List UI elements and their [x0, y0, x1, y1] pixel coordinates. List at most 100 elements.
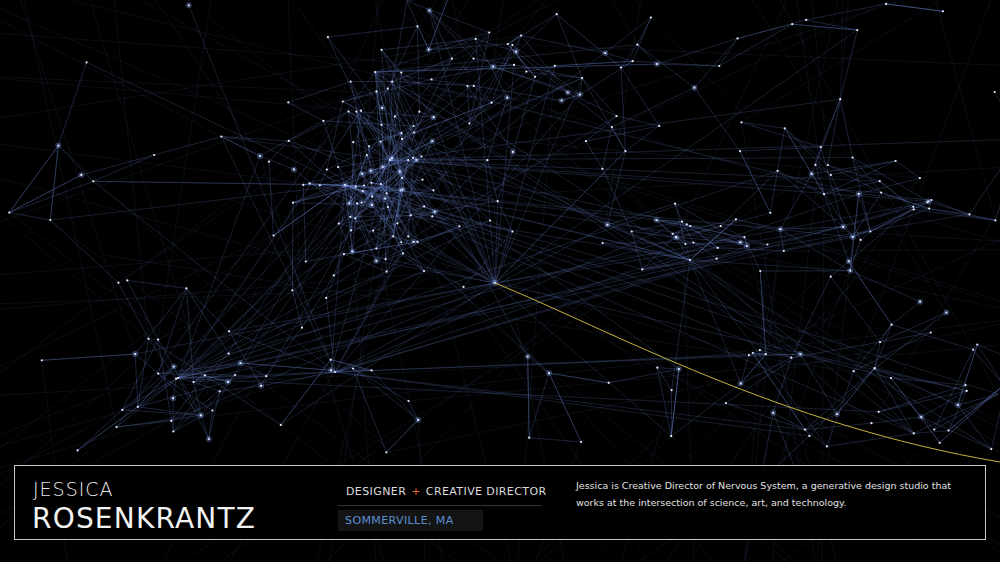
network-link: [637, 45, 657, 64]
network-link: [806, 4, 886, 20]
network-dot: [8, 212, 10, 214]
network-dot: [674, 203, 676, 205]
network-dot: [401, 177, 403, 179]
network-link: [977, 345, 1000, 386]
network-link: [9, 175, 81, 213]
network-link: [158, 374, 212, 411]
network-link: [498, 152, 513, 201]
dot-glow: [225, 379, 231, 385]
network-dot: [337, 166, 339, 168]
network-link: [0, 36, 521, 167]
network-link: [721, 171, 778, 226]
info-panel: SOMMERVILLE, MAJESSICAROSENKRANTZDESIGNE…: [14, 465, 986, 540]
network-link: [335, 354, 800, 372]
network-link: [117, 415, 202, 427]
network-link: [671, 369, 679, 436]
dot-glow: [389, 155, 395, 161]
network-link: [0, 33, 361, 110]
network-dot: [385, 451, 387, 453]
network-dot: [227, 381, 229, 383]
dot-glow: [955, 402, 961, 408]
network-link: [221, 137, 260, 156]
network-link: [355, 207, 388, 218]
network-link: [805, 369, 875, 430]
network-link: [977, 345, 1000, 360]
network-link: [194, 382, 202, 415]
network-link: [872, 417, 922, 423]
network-link: [586, 116, 617, 141]
network-link: [521, 36, 605, 54]
network-link: [690, 219, 736, 260]
network-dot: [506, 97, 508, 99]
dot-glow: [432, 209, 438, 215]
network-dot: [326, 169, 328, 171]
network-dot: [852, 236, 854, 238]
dot-glow: [777, 226, 783, 232]
network-link: [392, 158, 424, 206]
network-link: [780, 174, 811, 229]
network-dot: [134, 353, 136, 355]
network-dot: [624, 150, 626, 152]
network-dot: [631, 230, 633, 232]
network-dot: [556, 13, 558, 15]
network-link: [411, 201, 498, 215]
dot-glow: [602, 50, 608, 56]
network-link: [656, 220, 1000, 275]
network-dot: [204, 374, 206, 376]
network-dot: [814, 164, 816, 166]
network-link: [9, 146, 58, 213]
network-dot: [808, 435, 810, 437]
network-dot: [41, 359, 43, 361]
network-dot: [891, 324, 893, 326]
network-link: [726, 403, 805, 430]
network-link: [194, 260, 691, 382]
network-dot: [830, 276, 832, 278]
network-link: [127, 280, 158, 339]
network-link: [800, 354, 837, 414]
network-link: [892, 302, 921, 325]
network-dot: [766, 243, 768, 245]
network-link: [402, 133, 434, 190]
network-link: [221, 137, 260, 156]
network-link: [609, 369, 679, 383]
network-dot: [350, 229, 352, 231]
network-dot: [402, 189, 404, 191]
network-dot: [432, 189, 434, 191]
network-dot: [302, 184, 304, 186]
network-link: [138, 378, 178, 407]
network-link: [289, 141, 357, 204]
dot-glow: [258, 383, 264, 389]
network-link: [411, 215, 460, 226]
network-dot: [945, 312, 947, 314]
network-link: [397, 139, 402, 224]
network-dot: [860, 239, 862, 241]
network-link: [229, 331, 335, 372]
network-dot: [777, 170, 779, 172]
network-dot: [192, 381, 194, 383]
network-link: [753, 350, 760, 353]
network-link: [816, 165, 825, 194]
network-dot: [228, 353, 230, 355]
network-link: [229, 283, 495, 354]
network-dot: [919, 301, 921, 303]
dot-glow: [691, 85, 697, 91]
network-link: [995, 139, 1000, 220]
network-link: [875, 342, 880, 368]
network-link: [760, 271, 766, 354]
network-dot: [348, 202, 350, 204]
network-link: [9, 146, 58, 213]
network-dot: [919, 177, 921, 179]
network-link: [621, 68, 625, 152]
network-link: [345, 185, 741, 242]
network-link: [672, 260, 690, 390]
network-dot: [80, 174, 82, 176]
network-dot: [418, 111, 420, 113]
network-dot: [972, 349, 974, 351]
network-dot: [342, 100, 344, 102]
network-link: [875, 369, 958, 406]
network-link: [0, 100, 306, 262]
network-link: [281, 360, 331, 425]
network-link: [495, 283, 671, 436]
network-link: [753, 353, 805, 430]
